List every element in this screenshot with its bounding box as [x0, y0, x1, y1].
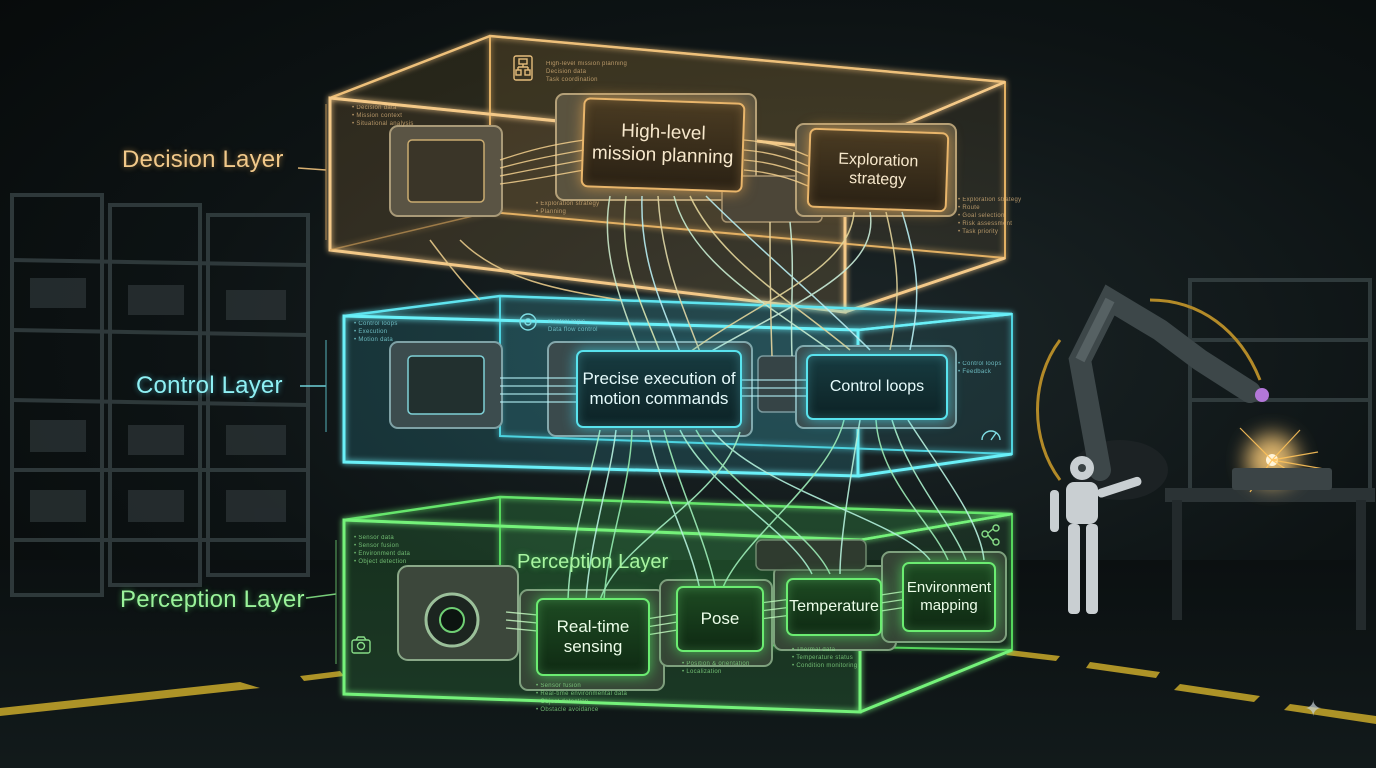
pose-card: Pose [676, 586, 764, 652]
environment-mapping-card: Environment mapping [902, 562, 996, 632]
control-layer-label: Control Layer [136, 372, 283, 399]
camera-icon [351, 636, 371, 654]
pose-line1: Pose [700, 608, 740, 628]
fiber-bundles-decision-to-control [429, 195, 918, 357]
decision-internal-wires [499, 139, 809, 187]
decision-mid-notes: • Exploration strategy • Planning [536, 201, 600, 215]
control-top-notes: Control logic Data flow control [548, 319, 598, 333]
precise-execution-line1: Precise execution of [582, 368, 736, 388]
brain-gear-icon [519, 313, 537, 331]
decision-right-notes: • Exploration strategy • Route • Goal se… [958, 197, 1022, 235]
real-time-sensing-line1: Real-time [556, 616, 630, 636]
temperature-line1: Temperature [789, 598, 879, 616]
mission-planning-line2: mission planning [591, 142, 734, 169]
perception-bottom-notes: • Sensor fusion • Real-time environmenta… [536, 683, 628, 713]
environment-mapping-line1: Environment [906, 579, 992, 596]
humanoid-robot [1050, 456, 1142, 614]
perception-pose-notes: • Position & orientation • Localization [682, 661, 750, 675]
decision-left-notes: • Decision data • Mission context • Situ… [352, 105, 414, 127]
shelf-boxes [30, 278, 286, 522]
gauge-icon [981, 430, 1001, 441]
perception-temp-notes: • Thermal data • Temperature status • Co… [792, 647, 858, 669]
environment-mapping-line2: mapping [920, 597, 978, 614]
perception-left-notes: • Sensor data • Sensor fusion • Environm… [354, 535, 411, 565]
real-time-sensing-line2: sensing [563, 637, 623, 656]
precise-execution-line2: motion commands [589, 389, 729, 408]
mission-planning-card: High-level mission planning [580, 97, 746, 193]
robot-arm [1036, 284, 1375, 630]
decision-layer-label: Decision Layer [122, 146, 284, 173]
precise-execution-card: Precise execution of motion commands [576, 350, 742, 428]
temperature-card: Temperature [786, 578, 882, 636]
background-shelving [10, 193, 1372, 597]
real-time-sensing-card: Real-time sensing [536, 598, 650, 676]
perception-layer-label: Perception Layer [120, 586, 305, 613]
fiber-bundles-control-to-perception [567, 419, 985, 601]
exploration-strategy-card: Exploration strategy [806, 127, 950, 213]
perception-layer-inner-title: Perception Layer [517, 551, 669, 573]
sparkle-icon: ✦ [1304, 696, 1323, 721]
control-internal-wires [500, 377, 808, 403]
control-right-notes: • Control loops • Feedback [958, 361, 1002, 375]
network-icon [981, 524, 1000, 546]
label-connectors [297, 104, 337, 664]
control-left-notes: • Control loops • Execution • Motion dat… [354, 321, 398, 343]
exploration-strategy-line2: strategy [848, 170, 907, 189]
decision-top-notes: High-level mission planning Decision dat… [546, 61, 628, 83]
control-loops-card: Control loops [806, 354, 948, 420]
control-loops-line1: Control loops [829, 378, 925, 396]
hierarchy-icon [513, 55, 533, 81]
floor-stripes [0, 650, 1376, 724]
